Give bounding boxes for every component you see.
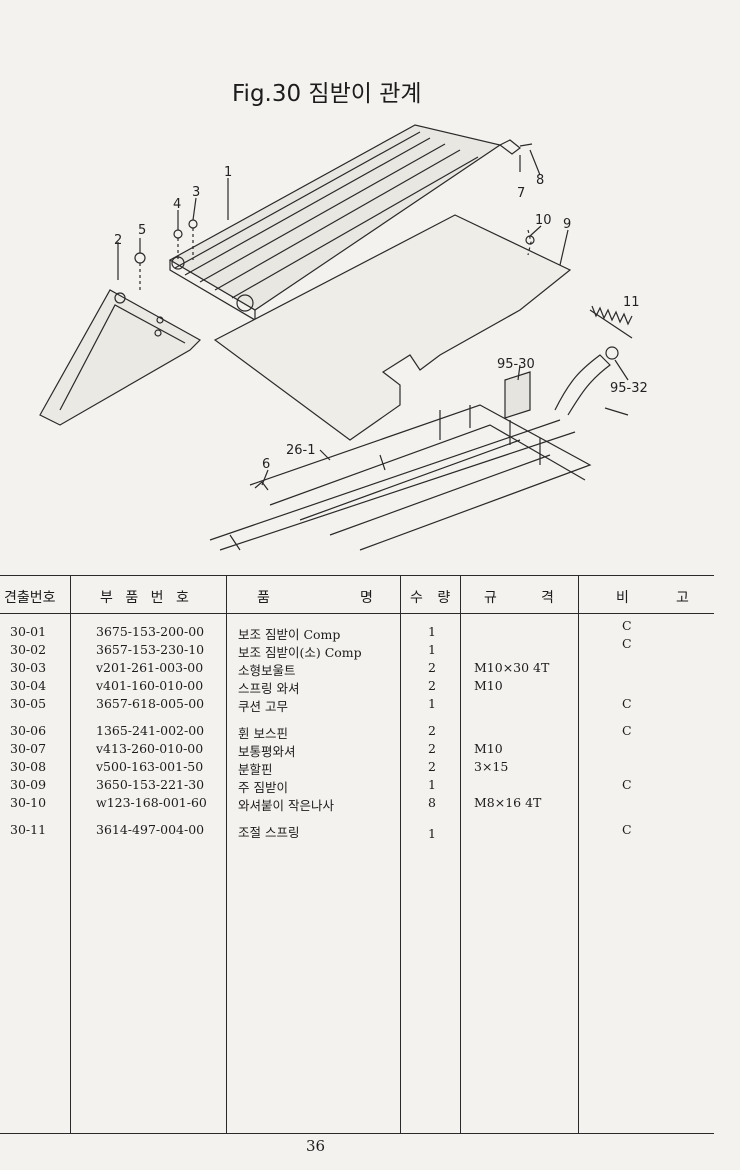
header-name-b: 명 xyxy=(360,590,373,606)
header-spec-b: 격 xyxy=(541,590,554,606)
callout-11: 11 xyxy=(623,295,640,310)
table-row: 30-07 v413-260-010-00 보통평와셔 2 M10 xyxy=(10,741,503,759)
callout-9: 9 xyxy=(563,217,571,232)
table-row: 30-05 3657-618-005-00 쿠션 고무 1 C xyxy=(10,696,632,714)
header-name-a: 품 xyxy=(257,590,270,606)
page-number: 36 xyxy=(306,1137,326,1155)
callout-1: 1 xyxy=(224,165,232,180)
table-row: 30-02 3657-153-230-10 보조 짐받이(소) Comp 1 C xyxy=(10,636,632,660)
callout-6: 6 xyxy=(262,457,270,472)
header-qty: 수 량 xyxy=(410,590,451,606)
table-row: 30-06 1365-241-002-00 휜 보스핀 2 C xyxy=(10,723,632,741)
header-remarks-b: 고 xyxy=(676,590,689,606)
table-row: 30-03 v201-261-003-00 소형보울트 2 M10×30 4T xyxy=(10,660,550,678)
callout-26-1: 26-1 xyxy=(286,443,316,458)
callout-10: 10 xyxy=(535,213,552,228)
table-bottom-rule xyxy=(0,1133,714,1134)
table-row: 30-04 v401-160-010-00 스프링 와셔 2 M10 xyxy=(10,678,503,696)
header-spec-a: 규 xyxy=(484,590,497,606)
callout-7: 7 xyxy=(517,186,525,201)
callout-95-30: 95-30 xyxy=(497,357,535,372)
callout-8: 8 xyxy=(536,173,544,188)
table-header-rule xyxy=(0,613,714,614)
callout-95-32: 95-32 xyxy=(610,381,648,396)
table-row: 30-01 3675-153-200-00 보조 짐받이 Comp 1 C xyxy=(10,618,632,642)
callout-4: 4 xyxy=(173,197,181,212)
table-row: 30-09 3650-153-221-30 주 짐받이 1 C xyxy=(10,777,632,795)
header-remarks-a: 비 xyxy=(616,590,629,606)
table-row: 30-08 v500-163-001-50 분할핀 2 3×15 xyxy=(10,759,509,777)
figure-title: Fig.30 짐받이 관계 xyxy=(232,81,422,107)
callout-3: 3 xyxy=(192,185,200,200)
header-part-no: 부 품 번 호 xyxy=(100,590,189,606)
header-no: 견출번호 xyxy=(4,590,56,606)
table-row: 30-11 3614-497-004-00 조절 스프링 1 C xyxy=(10,822,632,841)
exploded-parts-diagram: 1 2 3 4 5 6 7 8 9 10 11 95-30 95-32 26-1 xyxy=(39,124,648,551)
callout-5: 5 xyxy=(138,223,146,238)
table-top-rule xyxy=(0,575,714,576)
table-row: 30-10 w123-168-001-60 와셔붙이 작은나사 8 M8×16 … xyxy=(10,795,542,813)
callout-2: 2 xyxy=(114,233,122,248)
